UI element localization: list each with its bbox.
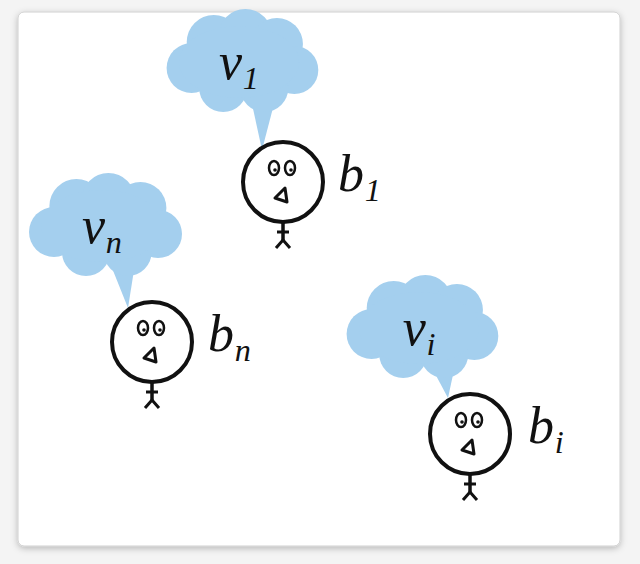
frame (18, 12, 620, 546)
thought-cloud: v1 (160, 12, 318, 112)
bid-symbol: b1 (338, 148, 381, 200)
value-symbol: vn (82, 200, 122, 252)
stick-figure (243, 142, 323, 248)
value-symbol: vi (403, 302, 436, 354)
value-symbol: v1 (219, 36, 259, 88)
thought-cloud: vi (340, 278, 498, 378)
bid-symbol: bi (528, 400, 564, 452)
bid-symbol: bn (208, 308, 251, 360)
stick-figure (112, 302, 192, 408)
stick-figure (430, 394, 510, 500)
thought-cloud: vn (22, 176, 182, 276)
